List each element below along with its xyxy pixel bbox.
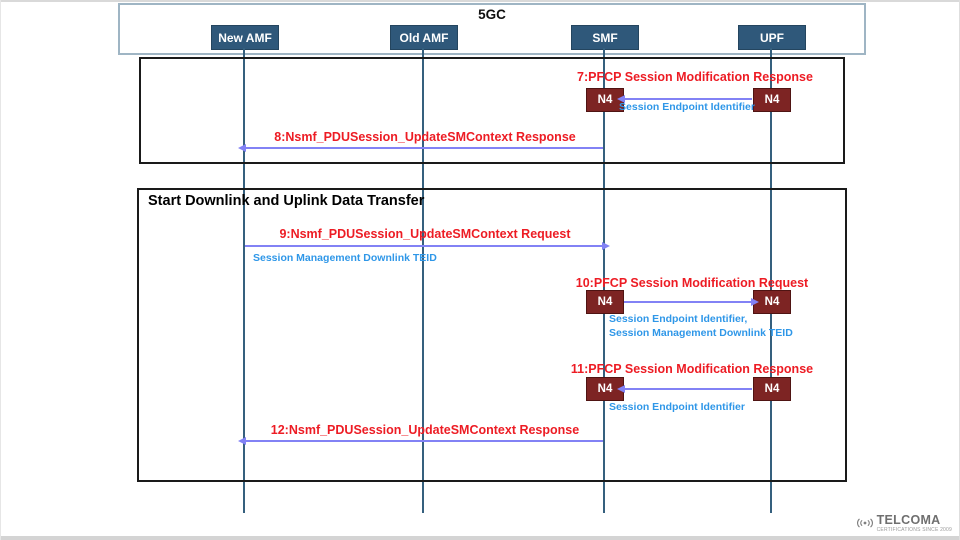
message-9-param: Session Management Downlink TEID (253, 252, 437, 264)
n4-box-msg11-upf: N4 (753, 377, 791, 401)
message-7-param: Session Endpoint Identifier (619, 101, 755, 113)
n4-box-msg10-upf: N4 (753, 290, 791, 314)
lifeline-smf (603, 48, 605, 513)
broadcast-icon (856, 518, 873, 528)
block-frame-1 (139, 57, 845, 164)
slide-edge-top (0, 0, 960, 2)
frame-5gc-label: 5GC (478, 7, 506, 22)
logo-text: TELCOMA CERTIFICATIONS SINCE 2009 (877, 514, 952, 533)
message-10-arrow (624, 297, 759, 306)
n4-label: N4 (764, 296, 780, 308)
n4-label: N4 (764, 94, 780, 106)
message-9-label: 9:Nsmf_PDUSession_UpdateSMContext Reques… (279, 227, 571, 241)
entity-label-old-amf: Old AMF (399, 30, 449, 45)
entity-box-upf: UPF (738, 25, 806, 50)
message-8-label: 8:Nsmf_PDUSession_UpdateSMContext Respon… (274, 130, 576, 144)
entity-label-smf: SMF (592, 30, 618, 45)
logo-name: TELCOMA (876, 513, 941, 527)
message-9-arrow (245, 241, 610, 250)
lifeline-upf (770, 48, 772, 513)
message-11-param: Session Endpoint Identifier (609, 401, 745, 413)
message-10-param-2: Session Management Downlink TEID (609, 327, 793, 339)
n4-label: N4 (597, 296, 613, 308)
n4-box-msg7-upf: N4 (753, 88, 791, 112)
message-7-label: 7:PFCP Session Modification Response (577, 70, 813, 84)
entity-box-old-amf: Old AMF (390, 25, 458, 50)
lifeline-old-amf (422, 48, 424, 513)
n4-label: N4 (597, 383, 613, 395)
lifeline-new-amf (243, 48, 245, 513)
message-11-label: 11:PFCP Session Modification Response (570, 362, 814, 376)
telcoma-logo: TELCOMA CERTIFICATIONS SINCE 2009 (855, 514, 952, 533)
message-7-arrow (617, 94, 752, 103)
entity-label-new-amf: New AMF (218, 30, 272, 45)
n4-label: N4 (764, 383, 780, 395)
n4-box-msg10-smf: N4 (586, 290, 624, 314)
message-8-arrow (238, 143, 603, 152)
message-10-param-1: Session Endpoint Identifier, (609, 313, 748, 325)
block-2-title: Start Downlink and Uplink Data Transfer (148, 193, 425, 209)
message-10-label: 10:PFCP Session Modification Request (575, 276, 809, 290)
slide-edge-bottom (0, 536, 960, 540)
n4-label: N4 (597, 94, 613, 106)
entity-box-smf: SMF (571, 25, 639, 50)
logo-tagline: CERTIFICATIONS SINCE 2009 (876, 526, 952, 533)
entity-box-new-amf: New AMF (211, 25, 279, 50)
message-12-arrow (238, 436, 603, 445)
block-frame-2 (137, 188, 847, 482)
message-11-arrow (617, 384, 752, 393)
entity-label-upf: UPF (760, 30, 784, 45)
message-12-label: 12:Nsmf_PDUSession_UpdateSMContext Respo… (270, 423, 580, 437)
slide-edge-left (0, 0, 1, 540)
